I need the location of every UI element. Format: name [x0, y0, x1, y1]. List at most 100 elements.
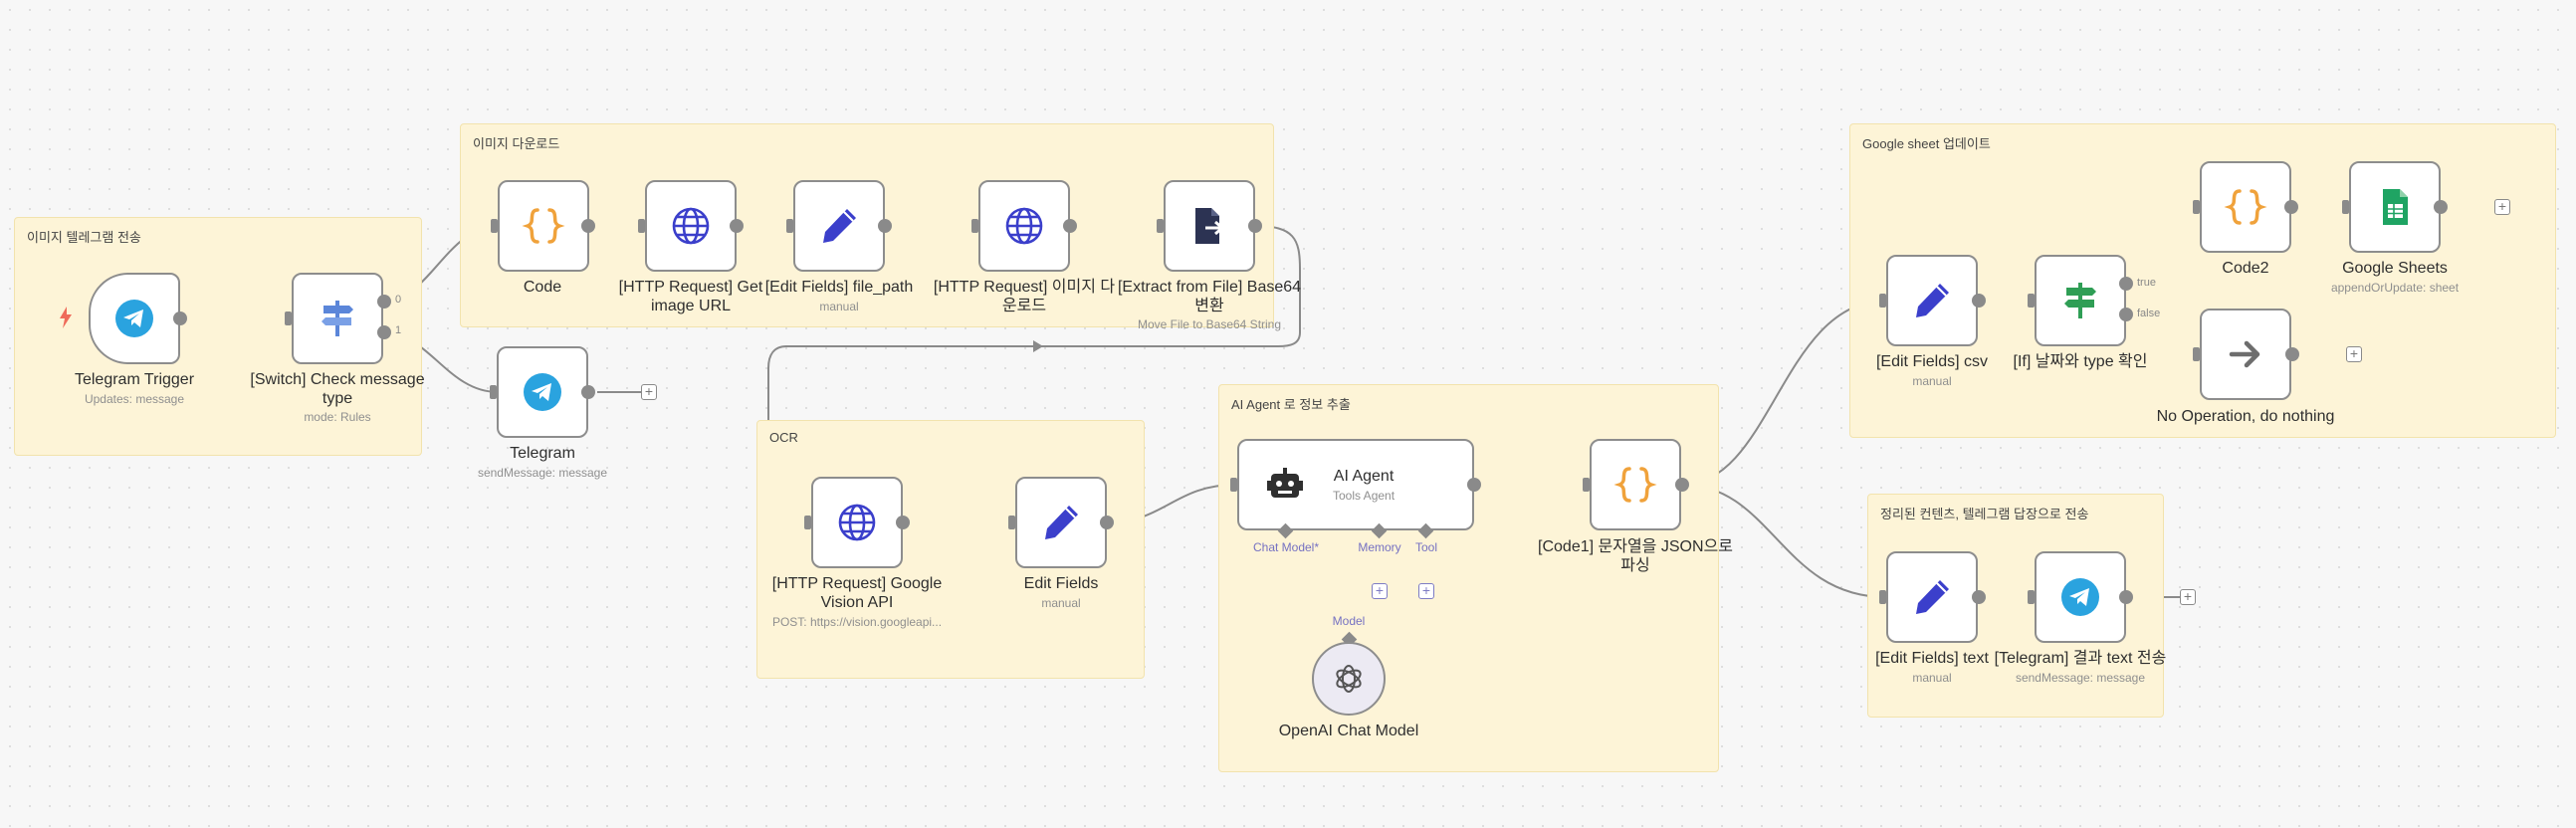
output-label-false: false: [2137, 308, 2161, 319]
lightning-icon: [60, 307, 72, 328]
node-if[interactable]: [2035, 255, 2126, 346]
input-port[interactable]: [804, 516, 811, 529]
node-subtitle: Tools Agent: [1333, 488, 1395, 503]
node-label: [Edit Fields] csv: [1875, 353, 1989, 370]
telegram-icon: [524, 373, 561, 411]
add-node-button[interactable]: +: [2494, 199, 2510, 215]
output-port[interactable]: [2285, 347, 2299, 361]
output-port[interactable]: [730, 219, 744, 233]
node-extract-file[interactable]: [1164, 180, 1255, 272]
node-http-download[interactable]: [978, 180, 1070, 272]
sticky-title: 이미지 텔레그램 전송: [27, 230, 141, 245]
node-edit-fields[interactable]: [1015, 477, 1107, 568]
node-code1[interactable]: [1590, 439, 1681, 530]
node-subtitle: POST: https://vision.googleapi...: [771, 615, 943, 629]
output-port[interactable]: [878, 219, 892, 233]
node-http-vision[interactable]: [811, 477, 903, 568]
signpost-icon: [322, 301, 353, 336]
telegram-icon: [2061, 578, 2099, 616]
node-ai-agent[interactable]: AI Agent Tools Agent: [1237, 439, 1474, 530]
output-port-true[interactable]: [2119, 277, 2133, 291]
input-port[interactable]: [285, 311, 292, 325]
input-port[interactable]: [2342, 200, 2349, 214]
output-label-true: true: [2137, 277, 2156, 289]
node-label: [Edit Fields] file_path: [764, 279, 914, 296]
output-port[interactable]: [2284, 200, 2298, 214]
sticky-title: Google sheet 업데이트: [1862, 136, 1991, 151]
output-port[interactable]: [1248, 219, 1262, 233]
output-port[interactable]: [1467, 478, 1481, 492]
output-port-1[interactable]: [377, 325, 391, 339]
input-port[interactable]: [2028, 294, 2035, 308]
output-port[interactable]: [2434, 200, 2448, 214]
node-label: Telegram Trigger: [74, 371, 195, 388]
output-port[interactable]: [1063, 219, 1077, 233]
output-port[interactable]: [1675, 478, 1689, 492]
node-subtitle: manual: [1912, 374, 1952, 388]
sticky-title: 정리된 컨텐츠, 텔레그램 답장으로 전송: [1880, 507, 2089, 521]
add-memory-button[interactable]: +: [1372, 583, 1388, 599]
node-noop[interactable]: [2200, 309, 2291, 400]
output-port[interactable]: [1972, 294, 1986, 308]
input-port[interactable]: [490, 385, 497, 399]
output-port[interactable]: [581, 385, 595, 399]
node-subtitle: sendMessage: message: [477, 466, 608, 480]
node-http-get-image[interactable]: [645, 180, 737, 272]
node-edit-text[interactable]: [1886, 551, 1978, 643]
output-port-0[interactable]: [377, 295, 391, 309]
node-label: [HTTP Request] 이미지 다운로드: [933, 279, 1116, 314]
add-node-button[interactable]: +: [641, 384, 657, 400]
node-telegram-trigger[interactable]: [89, 273, 180, 364]
add-node-button[interactable]: +: [2180, 589, 2196, 605]
input-port[interactable]: [638, 219, 645, 233]
node-subtitle: Move File to Base64 String: [1137, 317, 1282, 331]
wire-arrow: [1033, 340, 1043, 352]
node-telegram-result[interactable]: [2035, 551, 2126, 643]
input-port[interactable]: [786, 219, 793, 233]
output-port[interactable]: [581, 219, 595, 233]
node-google-sheets[interactable]: [2349, 161, 2441, 253]
input-port[interactable]: [1583, 478, 1590, 492]
node-edit-file-path[interactable]: [793, 180, 885, 272]
google-sheets-icon: [2383, 189, 2408, 225]
add-node-button[interactable]: +: [2346, 346, 2362, 362]
add-tool-button[interactable]: +: [1418, 583, 1434, 599]
node-label: Code2: [2222, 260, 2269, 277]
input-port[interactable]: [2028, 590, 2035, 604]
output-port[interactable]: [1972, 590, 1986, 604]
node-switch[interactable]: [292, 273, 383, 364]
pencil-icon: [823, 209, 856, 243]
input-port[interactable]: [491, 219, 498, 233]
output-port-false[interactable]: [2119, 308, 2133, 321]
input-port[interactable]: [1879, 294, 1886, 308]
output-port[interactable]: [1100, 516, 1114, 529]
node-label: [Edit Fields] text: [1875, 650, 1989, 667]
input-port[interactable]: [2193, 200, 2200, 214]
node-code[interactable]: [498, 180, 589, 272]
output-label-1: 1: [395, 324, 402, 336]
input-port[interactable]: [1879, 590, 1886, 604]
pencil-icon: [1916, 284, 1949, 317]
code-braces-icon: [1613, 467, 1657, 503]
node-openai[interactable]: [1312, 642, 1386, 716]
pencil-icon: [1045, 506, 1078, 539]
sticky-title: 이미지 다운로드: [473, 136, 560, 151]
node-edit-csv[interactable]: [1886, 255, 1978, 346]
input-port[interactable]: [1230, 478, 1237, 492]
input-port[interactable]: [1008, 516, 1015, 529]
node-code2[interactable]: [2200, 161, 2291, 253]
input-port[interactable]: [971, 219, 978, 233]
output-port[interactable]: [896, 516, 910, 529]
code-braces-icon: [2224, 189, 2267, 225]
input-port[interactable]: [2193, 347, 2200, 361]
node-label: Code: [523, 279, 562, 296]
node-subtitle: sendMessage: message: [2015, 671, 2146, 685]
output-port[interactable]: [173, 311, 187, 325]
node-label: [Switch] Check message type: [250, 371, 425, 407]
code-braces-icon: [522, 208, 565, 244]
node-telegram[interactable]: [497, 346, 588, 438]
input-port[interactable]: [1157, 219, 1164, 233]
openai-icon: [1336, 665, 1362, 693]
output-port[interactable]: [2119, 590, 2133, 604]
node-label: [If] 날짜와 type 확인: [2013, 353, 2148, 370]
